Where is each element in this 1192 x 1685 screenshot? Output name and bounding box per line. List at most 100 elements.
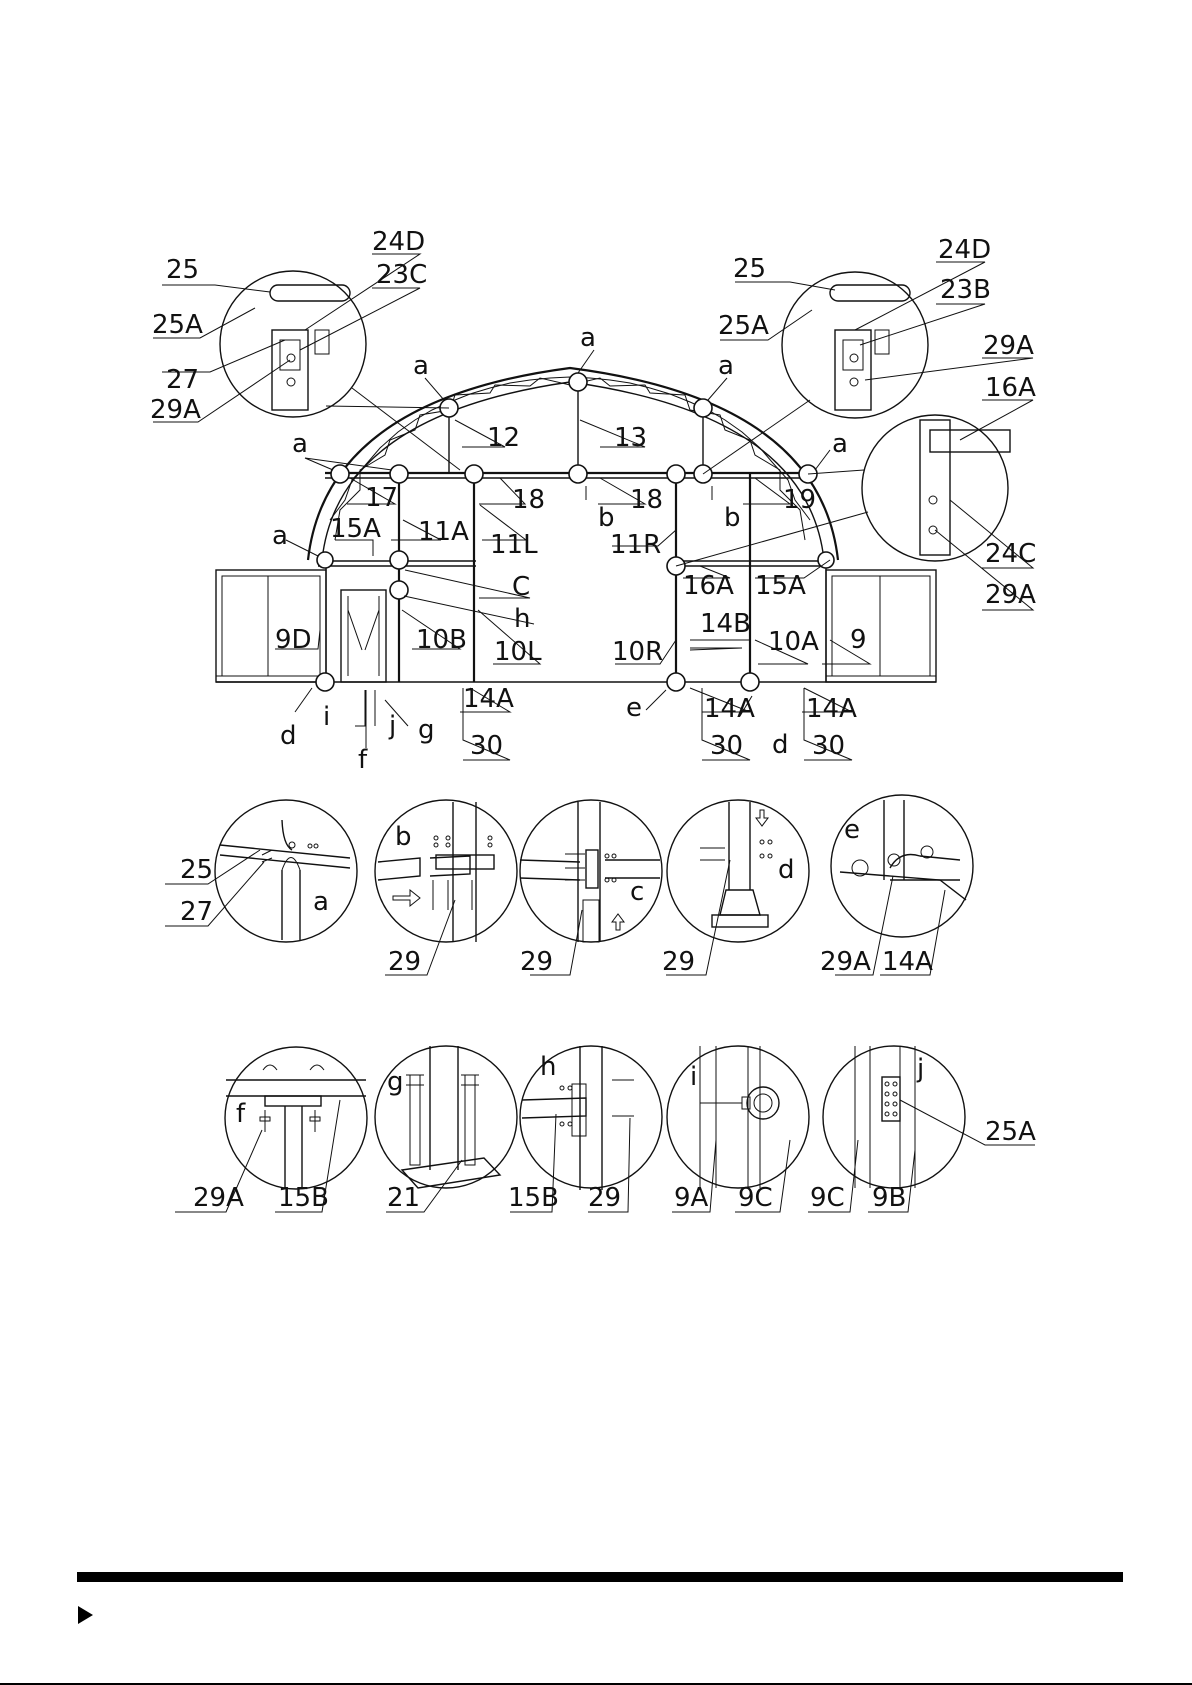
- label-13: 13: [614, 423, 647, 453]
- label-i: i: [323, 702, 330, 732]
- label-16A-mid: 16A: [683, 571, 734, 601]
- detail-h: h 15B 29: [508, 1046, 662, 1213]
- detail-c-label-29: 29: [520, 947, 553, 977]
- detail-c: 29 c: [520, 800, 662, 977]
- detail-b-label-b: b: [395, 822, 412, 852]
- label-9: 9: [850, 625, 867, 655]
- detail-row-1: 25 27 a b 29: [165, 795, 973, 977]
- detail-j-label-25A: 25A: [985, 1117, 1036, 1147]
- detail-i-label-9C: 9C: [738, 1183, 773, 1213]
- label-23B: 23B: [940, 275, 991, 305]
- label-30-2: 30: [710, 731, 743, 761]
- detail-g: g 21: [375, 1046, 517, 1213]
- detail-c-label-c: c: [630, 877, 644, 907]
- label-18-right: 18: [630, 485, 663, 515]
- label-11A: 11A: [418, 517, 469, 547]
- detail-f: f 29A 15B: [175, 1047, 367, 1213]
- label-h: h: [514, 604, 530, 634]
- label-14B: 14B: [700, 609, 751, 639]
- label-19: 19: [783, 485, 816, 515]
- label-12: 12: [487, 423, 520, 453]
- label-25-left: 25: [166, 255, 199, 285]
- main-labels: 25 24D 23C 25A 27 29A 25 24D 23B 25A 29A…: [150, 227, 1036, 775]
- label-10R: 10R: [612, 637, 663, 667]
- detail-f-label-15B: 15B: [278, 1183, 329, 1213]
- label-9D: 9D: [275, 625, 312, 655]
- detail-a-label-27: 27: [180, 897, 213, 927]
- label-25A-right: 25A: [718, 311, 769, 341]
- label-a-left3: a: [272, 521, 288, 551]
- label-10L: 10L: [494, 637, 542, 667]
- detail-d-label-29: 29: [662, 947, 695, 977]
- detail-i-label-9A: 9A: [674, 1183, 709, 1213]
- label-29A-right-bot: 29A: [985, 580, 1036, 610]
- label-15A-right: 15A: [755, 571, 806, 601]
- label-a-left2: a: [292, 429, 308, 459]
- label-e: e: [626, 693, 642, 723]
- detail-a: 25 27 a: [165, 800, 357, 942]
- detail-a-label-a: a: [313, 887, 329, 917]
- detail-d: 29 d: [662, 800, 809, 977]
- label-d-right: d: [772, 730, 789, 760]
- label-a-right2: a: [832, 429, 848, 459]
- detail-f-label-29A: 29A: [193, 1183, 244, 1213]
- detail-h-label-h: h: [540, 1052, 556, 1082]
- label-29A-right-top: 29A: [983, 331, 1034, 361]
- label-g: g: [418, 715, 435, 745]
- detail-g-label-21: 21: [387, 1183, 420, 1213]
- label-14A-1: 14A: [463, 684, 514, 714]
- detail-j-label-9C: 9C: [810, 1183, 845, 1213]
- label-25-right: 25: [733, 254, 766, 284]
- label-29A-left: 29A: [150, 395, 201, 425]
- label-d-left: d: [280, 721, 297, 751]
- label-23C: 23C: [376, 260, 427, 290]
- label-24C: 24C: [985, 539, 1036, 569]
- label-25A-left: 25A: [152, 310, 203, 340]
- label-10B: 10B: [416, 625, 467, 655]
- label-15A-left: 15A: [330, 514, 381, 544]
- detail-f-label-f: f: [236, 1099, 246, 1129]
- label-30-3: 30: [812, 731, 845, 761]
- detail-g-label-g: g: [387, 1067, 404, 1097]
- detail-b-label-29: 29: [388, 947, 421, 977]
- label-24D-left: 24D: [372, 227, 425, 257]
- detail-b: b 29: [375, 800, 517, 977]
- label-b-left: b: [598, 503, 615, 533]
- detail-i-label-i: i: [690, 1062, 697, 1092]
- label-a-top: a: [580, 323, 596, 353]
- label-11R: 11R: [610, 530, 661, 560]
- label-30-1: 30: [470, 731, 503, 761]
- detail-a-label-25: 25: [180, 855, 213, 885]
- label-16A-top: 16A: [985, 373, 1036, 403]
- detail-j-label-j: j: [916, 1054, 924, 1084]
- label-f: f: [358, 745, 368, 775]
- detail-e-label-14A: 14A: [882, 947, 933, 977]
- label-j: j: [388, 711, 396, 741]
- detail-row-2: f 29A 15B g 21 h 15B: [175, 1046, 1036, 1213]
- detail-e: e 29A 14A: [820, 795, 973, 977]
- label-11L: 11L: [490, 530, 538, 560]
- label-18-left: 18: [512, 485, 545, 515]
- label-27-left: 27: [166, 365, 199, 395]
- detail-h-label-15B: 15B: [508, 1183, 559, 1213]
- label-10A: 10A: [768, 627, 819, 657]
- label-24D-right: 24D: [938, 235, 991, 265]
- detail-j-label-9B: 9B: [872, 1183, 906, 1213]
- footer-arrow-icon: [78, 1606, 93, 1624]
- label-14A-3: 14A: [806, 694, 857, 724]
- label-14A-2: 14A: [704, 694, 755, 724]
- detail-e-label-29A: 29A: [820, 947, 871, 977]
- detail-j: j 9C 9B 25A: [808, 1046, 1036, 1213]
- detail-h-label-29: 29: [588, 1183, 621, 1213]
- label-a-left1: a: [413, 351, 429, 381]
- detail-d-label-d: d: [778, 855, 795, 885]
- label-C: C: [512, 572, 530, 602]
- label-b-right: b: [724, 503, 741, 533]
- detail-i: i 9A 9C: [667, 1046, 809, 1213]
- main-structure: [216, 271, 1010, 691]
- label-a-right1: a: [718, 351, 734, 381]
- detail-e-label-e: e: [844, 815, 860, 845]
- label-17: 17: [365, 483, 398, 513]
- footer-rule: [77, 1572, 1123, 1582]
